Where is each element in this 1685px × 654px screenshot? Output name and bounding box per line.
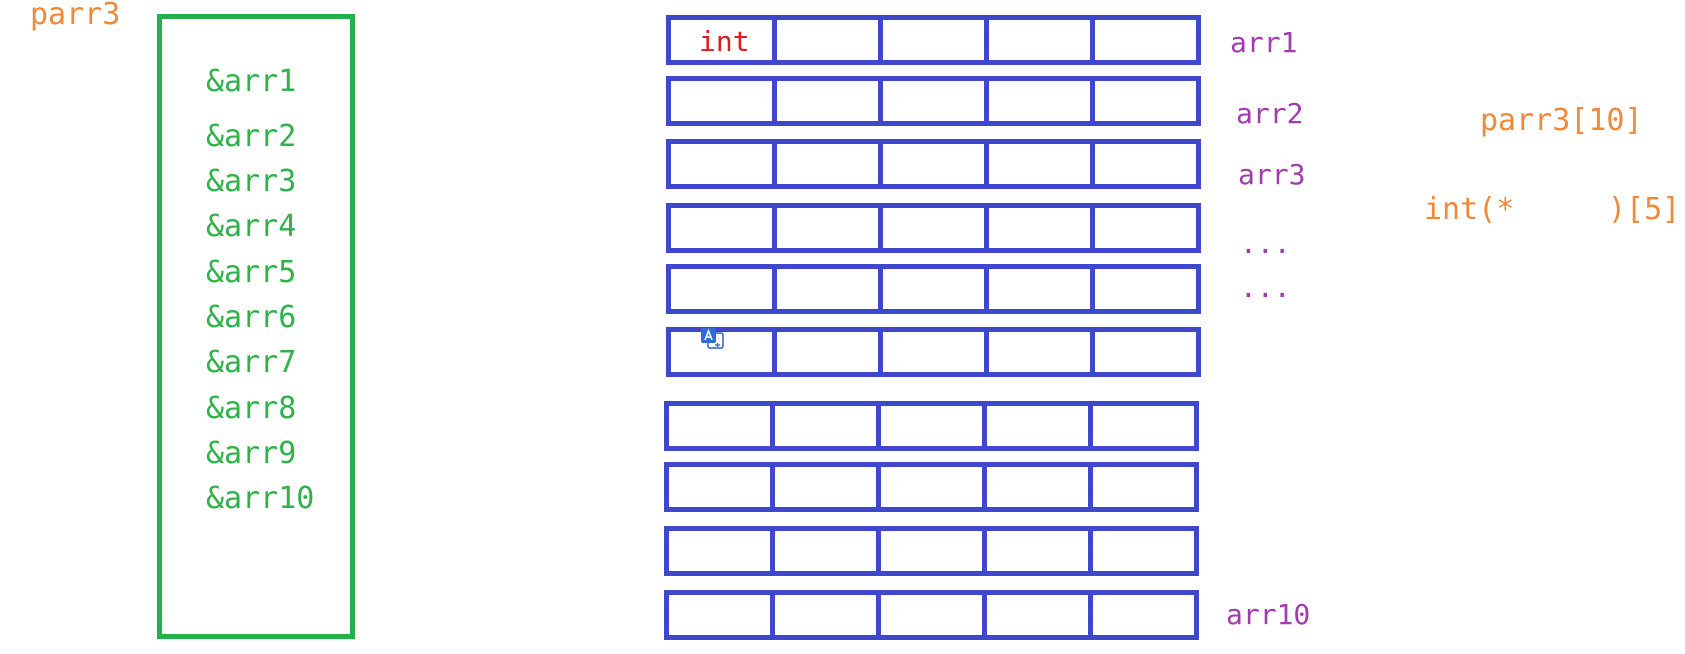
array-cell (671, 208, 777, 248)
array-cell (671, 269, 777, 309)
row-ellipsis-1: ... (1240, 227, 1291, 260)
array-cell (775, 406, 881, 446)
array-row-arr1: int (666, 15, 1201, 65)
array-cell (671, 332, 777, 372)
array-cell (1095, 144, 1196, 184)
array-cell (777, 208, 883, 248)
array-cell (671, 144, 777, 184)
parr3-declaration: parr3[10] (1480, 103, 1643, 138)
row-label-arr1: arr1 (1230, 26, 1298, 59)
array-cell (1095, 81, 1196, 121)
array-cell (777, 332, 883, 372)
row-ellipsis-2: ... (1240, 271, 1291, 304)
array-cell (1095, 332, 1196, 372)
array-cell (1095, 20, 1196, 60)
pointer-array-box (157, 14, 355, 639)
array-cell (881, 467, 987, 507)
array-cell (777, 20, 883, 60)
row-label-arr10: arr10 (1226, 598, 1311, 631)
array-cell (883, 81, 989, 121)
array-cell (987, 531, 1093, 571)
array-cell (989, 81, 1095, 121)
array-cell (881, 531, 987, 571)
pointer-entry-9: &arr9 (206, 436, 297, 471)
array-cell (883, 269, 989, 309)
array-cell (883, 20, 989, 60)
array-row-arr4 (666, 203, 1201, 253)
array-cell (669, 406, 775, 446)
array-cell (777, 269, 883, 309)
array-cell (989, 332, 1095, 372)
array-cell (883, 144, 989, 184)
array-row-arr10 (664, 590, 1199, 640)
array-cell (775, 531, 881, 571)
array-row-arr2 (666, 76, 1201, 126)
array-cell (1095, 269, 1196, 309)
pointer-entry-4: &arr4 (206, 209, 297, 244)
array-cell (1093, 406, 1194, 446)
array-cell (1093, 531, 1194, 571)
array-cell (987, 595, 1093, 635)
array-cell (1095, 208, 1196, 248)
pointer-entry-8: &arr8 (206, 391, 297, 426)
array-cell (989, 269, 1095, 309)
array-cell (989, 144, 1095, 184)
pointer-entry-6: &arr6 (206, 300, 297, 335)
pointer-entry-5: &arr5 (206, 255, 297, 290)
array-cell (669, 531, 775, 571)
type-decl-left: int(* (1424, 192, 1515, 227)
array-cell: int (671, 20, 777, 60)
array-cell (1093, 595, 1194, 635)
row-label-arr2: arr2 (1236, 97, 1304, 130)
array-cell (669, 467, 775, 507)
pointer-entry-1: &arr1 (206, 64, 297, 99)
array-cell (989, 208, 1095, 248)
row-label-arr3: arr3 (1238, 158, 1306, 191)
pointer-entry-7: &arr7 (206, 345, 297, 380)
array-cell (881, 595, 987, 635)
array-cell (775, 467, 881, 507)
array-cell (883, 208, 989, 248)
array-cell (1093, 467, 1194, 507)
pointer-entry-3: &arr3 (206, 164, 297, 199)
array-row-arr8 (664, 462, 1199, 512)
parr3-label: parr3 (30, 0, 121, 32)
array-cell (989, 20, 1095, 60)
array-cell (777, 144, 883, 184)
array-cell (777, 81, 883, 121)
array-cell (987, 406, 1093, 446)
array-cell (881, 406, 987, 446)
int-cell-label: int (699, 25, 750, 58)
pointer-entry-10: &arr10 (206, 481, 315, 516)
array-row-arr9 (664, 526, 1199, 576)
array-cell (883, 332, 989, 372)
array-cell (671, 81, 777, 121)
pointer-entry-2: &arr2 (206, 119, 297, 154)
array-row-arr7 (664, 401, 1199, 451)
array-cell (669, 595, 775, 635)
array-row-arr3 (666, 139, 1201, 189)
array-cell (775, 595, 881, 635)
array-row-arr6 (666, 327, 1201, 377)
type-decl-right: )[5] (1608, 192, 1681, 227)
array-row-arr5 (666, 264, 1201, 314)
translate-icon[interactable] (700, 327, 724, 349)
array-cell (987, 467, 1093, 507)
